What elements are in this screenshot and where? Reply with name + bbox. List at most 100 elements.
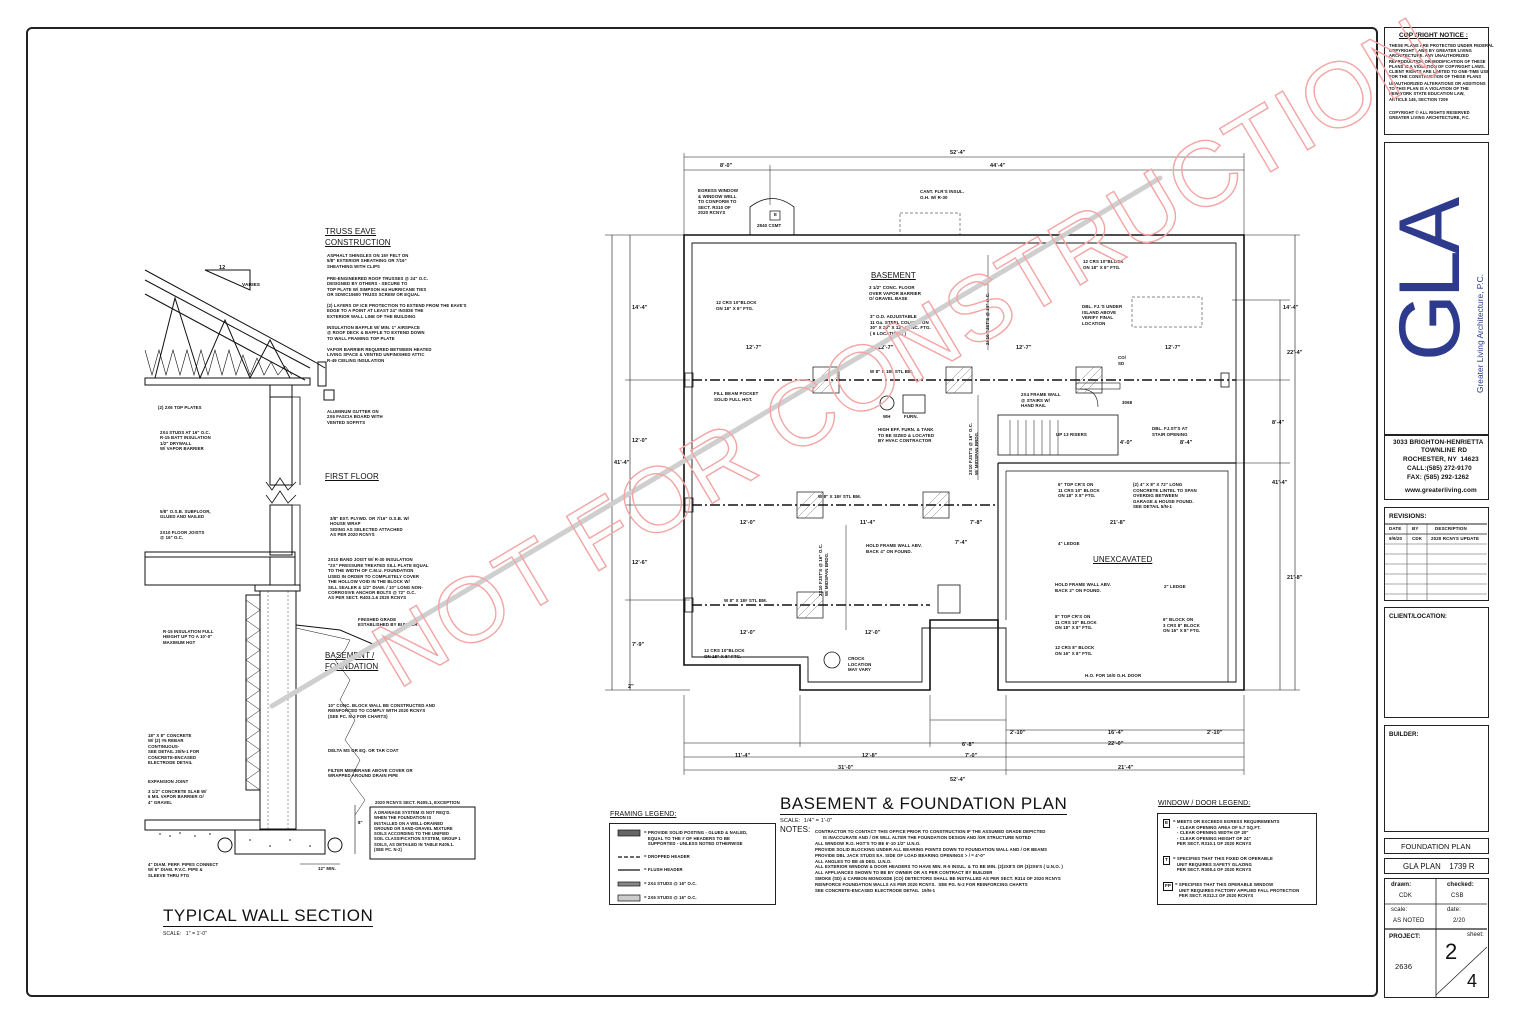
crock-note: CROCK LOCATION MAY VARY	[848, 656, 872, 673]
dim-bottom-c: 11'-4"	[735, 753, 751, 759]
rev-row-desc: 2020 RCNYS UPDATE	[1431, 536, 1480, 541]
dim-bottom-h: 2'-10"	[1010, 730, 1026, 736]
date-value: 2/20	[1453, 918, 1466, 924]
plan-title: BASEMENT & FOUNDATION PLAN	[780, 794, 1068, 815]
note-baffle: INSULATION BAFFLE W/ MIN. 1" AIRSPACE @ …	[327, 325, 425, 341]
legend-text-t: = SPECIFIES THAT THIS FIXED OR OPERABLE …	[1173, 856, 1273, 872]
rev-row-by: CDK	[1412, 536, 1423, 541]
dim-left-d: 12'-6"	[632, 560, 648, 566]
note-slab: 3 1/2" CONCRETE SLAB W/ 6 MIL VAPOR BARR…	[148, 789, 207, 805]
finished-grade	[295, 624, 376, 646]
dim-left-e: 2"	[628, 684, 634, 690]
top-course-note: 6" TOP CR'S ON 11 CRS 10" BLOCK ON 18" X…	[1058, 482, 1100, 499]
rev-row-date: 9/9/20	[1389, 536, 1403, 541]
dim-top-left: 8'-0"	[720, 163, 733, 169]
sill-plate	[254, 584, 301, 592]
sheet-total: 4	[1467, 971, 1478, 991]
ceiling-chord	[144, 377, 311, 386]
rev-header-date: DATE	[1389, 526, 1402, 531]
dim-8: 8"	[358, 820, 363, 825]
island-outline	[1131, 296, 1203, 328]
address-block: 3033 BRIGHTON-HENRIETTA TOWNLINE RD ROCH…	[1384, 435, 1489, 500]
legend-tag-fp: FP	[1163, 882, 1174, 891]
beam-label-2: W 8" X 18# STL BM.	[818, 494, 862, 499]
note-subfloor: 5/8" O.S.B. SUBFLOOR, GLUED AND NAILED	[160, 509, 211, 520]
legend-text-fp: = SPECIFIES THAT THIS OPERABLE WINDOW UN…	[1175, 882, 1300, 898]
sheet-label: sheet:	[1467, 932, 1484, 938]
foundation-plan-drawing	[605, 153, 1300, 775]
truss-title-1: TRUSS EAVE	[325, 227, 377, 236]
block-note-bottom-left: 12 CRS 10"BLOCK ON 18" X 8" FTG.	[704, 648, 745, 659]
legend-2x6-studs: = 2X6 STUDS @ 16" O.C.	[644, 895, 697, 900]
stair-opening-note: DBL. FJ.ST'S AT STAIR OPENING	[1152, 426, 1188, 437]
sheet-border	[26, 27, 1378, 997]
dim-row2-c: 7'-8"	[970, 520, 983, 526]
dim-row1-c: 12'-7"	[1016, 345, 1032, 351]
legend-dropped-header: = DROPPED HEADER	[644, 854, 690, 859]
dim-left-a: 14'-4"	[632, 305, 648, 311]
copyright-title: COPYRIGHT NOTICE :	[1399, 32, 1468, 39]
note-vapor: VAPOR BARRIER REQUIRED BETWEEN HEATED LI…	[327, 347, 432, 363]
note-gutter: ALUMINUM GUTTER ON 2X6 FASCIA BOARD WITH…	[327, 409, 383, 425]
info-grid	[1385, 879, 1487, 997]
room-basement: BASEMENT	[871, 271, 916, 280]
top-plates	[269, 384, 293, 398]
note-grade: FINISHED GRADE ESTABLISHED BY BUILDER	[358, 617, 418, 628]
foundation-wall	[259, 590, 297, 830]
window-legend-title: WINDOW / DOOR LEGEND:	[1158, 800, 1251, 807]
wall-section-title: TYPICAL WALL SECTION	[163, 906, 374, 927]
legend-2x4-studs-icon	[617, 881, 641, 887]
date-label: date:	[1447, 907, 1461, 913]
wall-section-scale: SCALE: 1" = 1'-0"	[163, 931, 208, 937]
dim-bottom-b: 21'-4"	[1118, 765, 1134, 771]
fill-note: FILL BEAM POCKET SOLID FULL HGT.	[714, 391, 759, 402]
first-floor-wall	[269, 504, 293, 556]
dim-right-c: 22'-4"	[1287, 350, 1303, 356]
dim-bottom-d: 12'-8"	[862, 753, 878, 759]
joist-note-3: 2X10 FJST'S @ 16" O.C. W/ MIDSPAN BRDG.	[818, 543, 829, 596]
block-6-note: 6" BLOCK ON 3 CRS 8" BLOCK ON 16" X 8" F…	[1163, 617, 1201, 634]
dim-bottom-f: 22'-0"	[1108, 741, 1124, 747]
note-top-plates: (2) 2X6 TOP PLATES	[158, 405, 202, 410]
first-floor-title: FIRST FLOOR	[325, 472, 379, 481]
dim-garage-d: 7'-4"	[955, 540, 968, 546]
note-exception: 2020 RCNYS SECT. R405.1, EXCEPTION	[375, 800, 460, 805]
legend-flush-header: = FLUSH HEADER	[644, 867, 683, 872]
revisions-grid	[1385, 523, 1487, 600]
legend-solid-posting-icon	[617, 829, 641, 837]
revisions-title: REVISIONS:	[1389, 513, 1427, 520]
ceiling-insulation	[144, 348, 293, 377]
legend-tag-t: T	[1163, 856, 1170, 865]
framing-legend-symbols	[617, 829, 641, 902]
dim-stair-2: 4'-0"	[1120, 440, 1133, 446]
address-line-1: 3033 BRIGHTON-HENRIETTA	[1393, 439, 1484, 446]
dim-bottom-a: 31'-0"	[838, 765, 854, 771]
copyright-text-2: UNAUTHORIZED ALTERATIONS OR ADDITIONS TO…	[1389, 81, 1486, 102]
room-unexcavated: UNEXCAVATED	[1093, 555, 1153, 564]
legend-2x6-studs-icon	[617, 894, 641, 902]
sheet-number: 2	[1445, 939, 1458, 964]
scale-value: AS NOTED	[1393, 918, 1425, 924]
copyright-text-1: THESE PLANS ARE PROTECTED UNDER FEDERAL …	[1389, 43, 1494, 80]
copyright-text-3: COPYRIGHT © ALL RIGHTS RESERVED GREATER …	[1389, 110, 1470, 121]
plan-notes-label: NOTES:	[780, 825, 811, 834]
wh-label: WH	[883, 414, 891, 419]
ledge-2-label: 2" LEDGE	[1164, 584, 1186, 589]
framing-legend-title: FRAMING LEGEND:	[610, 811, 677, 818]
basement-title-1: BASEMENT /	[325, 651, 375, 660]
unexcavated-wall	[997, 462, 1236, 628]
note-delta: DELTA MS OR EQ. OR TAR COAT	[328, 748, 399, 753]
checked-label: checked:	[1447, 882, 1474, 888]
copyright-block: COPYRIGHT NOTICE : THESE PLANS ARE PROTE…	[1384, 27, 1494, 135]
note-drainage-box: A DRAINAGE SYSTEM IS NOT REQ'D. WHEN THE…	[374, 810, 461, 853]
project-label: PROJECT:	[1389, 933, 1421, 940]
window-legend-box: E = MEETS OR EXCEEDS EGRESS REQUIREMENTS…	[1157, 813, 1317, 905]
builder-block: BUILDER:	[1384, 725, 1489, 832]
beam-label-3: W 8" X 18# STL BM.	[724, 598, 768, 603]
basement-title-2: FOUNDATION	[325, 662, 379, 671]
dim-left-b: 12'-0"	[632, 438, 648, 444]
sump-crock	[823, 651, 841, 669]
plan-scale: SCALE: 1/4" = 1'-0"	[780, 818, 833, 824]
oh-door-label: H.O. FOR 16/0 O.H. DOOR	[1085, 673, 1142, 678]
dim-right-e: 41'-4"	[1272, 480, 1288, 486]
